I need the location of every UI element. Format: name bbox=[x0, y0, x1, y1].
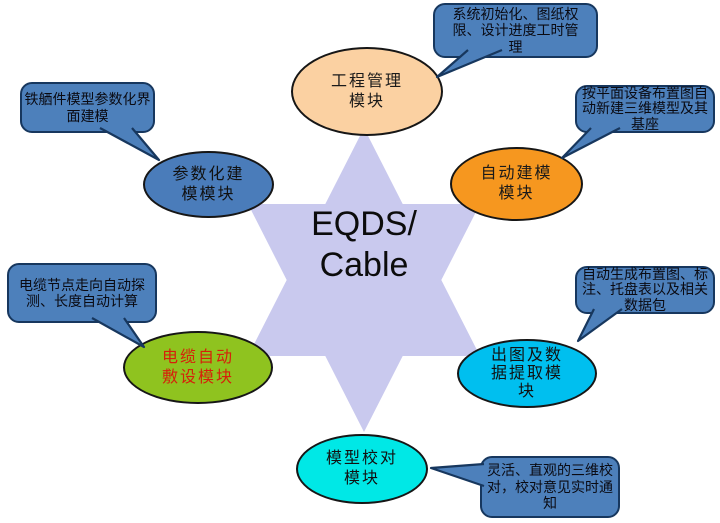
module-ellipse-cable-auto-laying: 电缆自动 敷设模块 bbox=[123, 331, 273, 404]
callout-drawing-data-extraction: 自动生成布置图、标 注、托盘表以及相关 数据包 bbox=[575, 266, 715, 314]
module-ellipse-parametric-modeling: 参数化建 模模块 bbox=[143, 151, 274, 218]
callout-text-project-management: 系统初始化、图纸权 限、设计进度工时管 理 bbox=[452, 5, 579, 55]
module-label-cable-auto-laying: 电缆自动 敷设模块 bbox=[161, 348, 234, 386]
module-label-model-checking: 模型校对 模块 bbox=[325, 450, 398, 487]
callout-tail-model-checking bbox=[429, 462, 485, 488]
callout-text-drawing-data-extraction: 自动生成布置图、标 注、托盘表以及相关 数据包 bbox=[582, 265, 708, 313]
callout-auto-modeling: 按平面设备布置图自 动新建三维模型及其 基座 bbox=[575, 85, 715, 133]
module-label-drawing-data-extraction: 出图及数 据提取模 块 bbox=[490, 346, 563, 400]
callout-model-checking: 灵活、直观的三维校 对，校对意见实时通 知 bbox=[480, 456, 620, 518]
callout-project-management: 系统初始化、图纸权 限、设计进度工时管 理 bbox=[433, 3, 598, 58]
callout-parametric-modeling: 铁舾件模型参数化界 面建模 bbox=[20, 82, 155, 133]
module-ellipse-model-checking: 模型校对 模块 bbox=[296, 434, 428, 504]
diagram-center-title: EQDS/ Cable bbox=[311, 205, 417, 284]
module-ellipse-drawing-data-extraction: 出图及数 据提取模 块 bbox=[457, 339, 597, 408]
callout-text-parametric-modeling: 铁舾件模型参数化界 面建模 bbox=[24, 91, 151, 124]
module-ellipse-auto-modeling: 自动建模 模块 bbox=[450, 147, 583, 221]
module-label-auto-modeling: 自动建模 模块 bbox=[480, 165, 553, 202]
callout-cable-auto-laying: 电缆节点走向自动探 测、长度自动计算 bbox=[7, 263, 157, 323]
module-label-parametric-modeling: 参数化建 模模块 bbox=[172, 165, 245, 203]
callout-text-cable-auto-laying: 电缆节点走向自动探 测、长度自动计算 bbox=[19, 276, 145, 310]
module-label-project-management: 工程管理 模块 bbox=[330, 72, 403, 110]
callout-text-model-checking: 灵活、直观的三维校 对，校对意见实时通 知 bbox=[487, 462, 613, 512]
callout-text-auto-modeling: 按平面设备布置图自 动新建三维模型及其 基座 bbox=[582, 84, 708, 132]
module-ellipse-project-management: 工程管理 模块 bbox=[291, 47, 443, 136]
